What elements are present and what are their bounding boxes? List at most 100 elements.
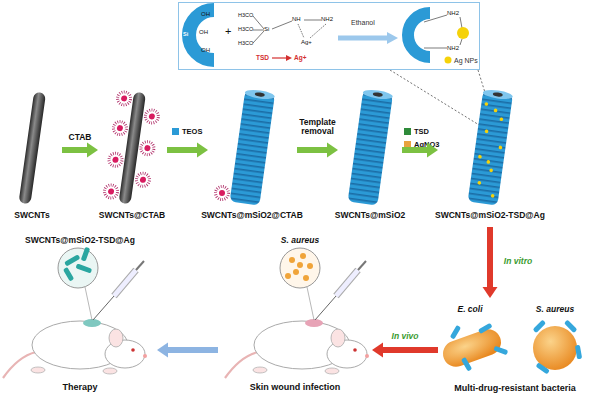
bacteria-dots bbox=[285, 253, 313, 281]
syringe-barrel bbox=[114, 270, 136, 296]
micelle bbox=[113, 121, 128, 136]
chem-label: H3CO bbox=[238, 26, 253, 32]
stage-node: SWCNTs@mSiO2 bbox=[340, 85, 400, 225]
micelle bbox=[136, 172, 151, 187]
arrow-head bbox=[372, 343, 383, 358]
process-arrow bbox=[372, 343, 438, 358]
process-arrow bbox=[402, 143, 438, 158]
silica-wall bbox=[189, 10, 214, 60]
leader-line bbox=[390, 70, 484, 128]
legend-item: TSD bbox=[404, 122, 429, 140]
legend-swatch bbox=[404, 141, 411, 148]
micelle bbox=[108, 152, 123, 167]
node-title: E. coli bbox=[457, 305, 482, 314]
edge-label: In vivo bbox=[392, 332, 419, 341]
node-text: Ag NPs bbox=[454, 57, 478, 65]
syringe-barrel bbox=[336, 270, 358, 296]
therapy-panel: SWCNTs@mSiO2-TSD@AgTherapy bbox=[5, 235, 155, 395]
process-arrow bbox=[483, 227, 498, 298]
node-title: S. aureus bbox=[281, 236, 319, 245]
tube-core bbox=[493, 92, 503, 97]
arrow-shaft bbox=[402, 147, 428, 153]
nanotube bbox=[493, 346, 508, 355]
process-arrow bbox=[297, 143, 338, 158]
bond bbox=[460, 17, 462, 28]
infected-wound bbox=[305, 319, 323, 327]
arrow-head bbox=[286, 55, 292, 61]
micelle bbox=[117, 91, 132, 106]
micelle bbox=[216, 187, 229, 200]
zoom-circle bbox=[58, 248, 98, 288]
chem-label: + bbox=[225, 25, 231, 37]
nanotube bbox=[81, 247, 90, 262]
tube bbox=[230, 90, 275, 205]
bond bbox=[460, 39, 462, 45]
needle bbox=[315, 296, 336, 320]
tube bbox=[468, 90, 513, 205]
plunger bbox=[136, 261, 144, 270]
plunger bbox=[358, 261, 366, 270]
chem-label: OH bbox=[201, 11, 210, 18]
edge-label: In vitro bbox=[504, 257, 532, 266]
chem-label: Si bbox=[264, 26, 269, 33]
red-arrow bbox=[272, 55, 292, 61]
legend-swatch bbox=[404, 128, 411, 135]
chem-label: OH bbox=[199, 29, 208, 36]
silica-tube bbox=[348, 88, 394, 205]
stage-node: SWCNTs@CTAB bbox=[100, 85, 165, 225]
zoom-line bbox=[85, 287, 92, 320]
tube-core bbox=[255, 92, 265, 97]
bond bbox=[253, 16, 264, 29]
nanotube bbox=[536, 362, 550, 374]
node-title: SWCNTs@CTAB bbox=[99, 211, 166, 220]
node-title: SWCNTs@mSiO2-TSD@Ag bbox=[435, 211, 545, 220]
arrow-head bbox=[197, 143, 208, 158]
chem-label: Si bbox=[183, 31, 188, 37]
node-text: Skin wound infection bbox=[250, 383, 341, 393]
arrow-line bbox=[272, 57, 287, 58]
nanotube bbox=[564, 320, 577, 333]
nanotube bbox=[461, 357, 472, 372]
ethanol-arrow bbox=[338, 32, 398, 44]
tube-end bbox=[244, 88, 275, 100]
chem-label: NH2 bbox=[447, 10, 459, 17]
inset-box: EthanolAg NPs bbox=[178, 2, 480, 70]
silver-nanoparticle bbox=[457, 27, 469, 39]
micelle bbox=[145, 109, 160, 124]
chem-label: H3CO bbox=[238, 40, 253, 46]
micelle bbox=[140, 141, 155, 156]
legend-text: AgNO3 bbox=[414, 140, 439, 149]
needle bbox=[93, 296, 114, 320]
swcnt-tube bbox=[19, 92, 46, 205]
arrow-shaft bbox=[382, 347, 438, 353]
arrow-head bbox=[483, 287, 498, 298]
arrow-shaft bbox=[487, 227, 493, 288]
arrow-shaft bbox=[167, 147, 198, 153]
stage-node: SWCNTs@mSiO2@CTAB bbox=[210, 85, 295, 225]
syringe-barrel bbox=[114, 270, 136, 296]
coordination bbox=[298, 24, 304, 38]
silver-nanoparticle-key bbox=[445, 57, 452, 64]
infected-mouse bbox=[225, 248, 369, 378]
arrow-head bbox=[327, 143, 338, 158]
chem-label: NH bbox=[292, 16, 301, 23]
legend-swatch bbox=[172, 128, 179, 135]
chem-label: NH2 bbox=[321, 16, 333, 23]
nanotube bbox=[533, 320, 546, 333]
arrow-head bbox=[427, 143, 438, 158]
bond bbox=[272, 21, 292, 29]
nanotube bbox=[75, 263, 92, 273]
nanotube bbox=[575, 345, 582, 360]
arrow-head bbox=[387, 32, 398, 44]
tube-core bbox=[373, 92, 383, 97]
stage-node: SWCNTs bbox=[5, 85, 60, 225]
arrow-line bbox=[338, 36, 388, 41]
process-arrow bbox=[157, 343, 218, 358]
chem-label: NH2 bbox=[447, 45, 459, 52]
silica-ctab-tube bbox=[230, 88, 276, 205]
coordination bbox=[310, 24, 326, 38]
chem-label: Ag+ bbox=[294, 54, 306, 61]
zoom-line bbox=[307, 287, 314, 320]
